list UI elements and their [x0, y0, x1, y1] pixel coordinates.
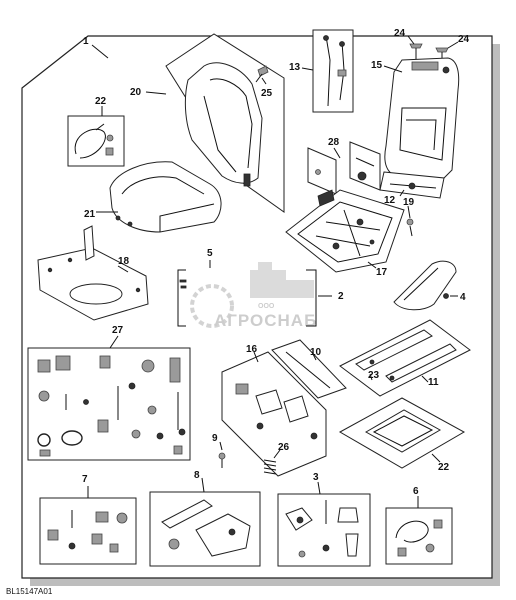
part-27-hardware-kit [27, 347, 191, 461]
part-12-rod [379, 171, 445, 199]
part-17-seat-frame [285, 189, 405, 273]
callout-3: 3 [313, 472, 319, 483]
watermark-name: АГРОСНАБ [214, 311, 317, 330]
part-26-spring [263, 459, 277, 475]
part-5-2-bracket-set [177, 269, 317, 327]
callout-10: 10 [310, 347, 322, 358]
part-7-fastener-kit [39, 497, 137, 565]
callout-2: 2 [338, 291, 344, 302]
part-13-cable [312, 29, 354, 113]
callout-11: 11 [428, 377, 439, 388]
callout-9: 9 [212, 433, 218, 444]
part-3-pivot-kit [277, 493, 371, 567]
callout-4: 4 [460, 292, 466, 303]
callout-24-left: 24 [394, 28, 406, 39]
callout-24-right: 24 [458, 34, 470, 45]
callout-22-bottom: 22 [438, 462, 450, 473]
part-22-cable-tie-kit [67, 115, 125, 167]
callout-26: 26 [278, 442, 290, 453]
part-21-seat-cushion [109, 161, 222, 233]
callout-15: 15 [371, 60, 383, 71]
callout-7: 7 [82, 474, 88, 485]
callout-1: 1 [83, 36, 89, 47]
watermark-prefix: ООО [258, 303, 275, 310]
part-16-latch-kit [221, 351, 327, 477]
callout-16: 16 [246, 344, 258, 355]
callout-20: 20 [130, 87, 142, 98]
part-10-rail-rod [271, 339, 347, 399]
part-6-tie-kit [385, 507, 453, 565]
callout-8: 8 [194, 470, 200, 481]
callout-25: 25 [261, 88, 273, 99]
part-25-screw [255, 65, 269, 83]
callout-22-top: 22 [95, 96, 107, 107]
part-19-bolt [406, 218, 414, 237]
part-22-slider-frame [338, 397, 466, 469]
callout-12: 12 [384, 195, 396, 206]
callout-23: 23 [368, 370, 380, 381]
part-20-back-cushion [165, 33, 285, 213]
callout-13: 13 [289, 62, 301, 73]
part-4-armrest [393, 260, 457, 311]
callout-27: 27 [112, 325, 124, 336]
part-9-screw [218, 452, 226, 468]
part-28-spacer-plates [307, 141, 381, 195]
callout-5: 5 [207, 248, 213, 259]
part-23-11-slide-rails [339, 319, 471, 397]
part-18-mounting-plate [37, 225, 149, 321]
callout-17: 17 [376, 267, 388, 278]
figure-code: BL15147A01 [6, 587, 53, 596]
callout-6: 6 [413, 486, 419, 497]
part-15-back-frame [384, 57, 460, 189]
part-8-bracket-kit [149, 491, 261, 567]
callout-19: 19 [403, 197, 415, 208]
callout-28: 28 [328, 137, 340, 148]
callout-21: 21 [84, 209, 96, 220]
callout-18: 18 [118, 256, 130, 267]
watermark-logo: ООО АГРОСНАБ [190, 262, 317, 330]
